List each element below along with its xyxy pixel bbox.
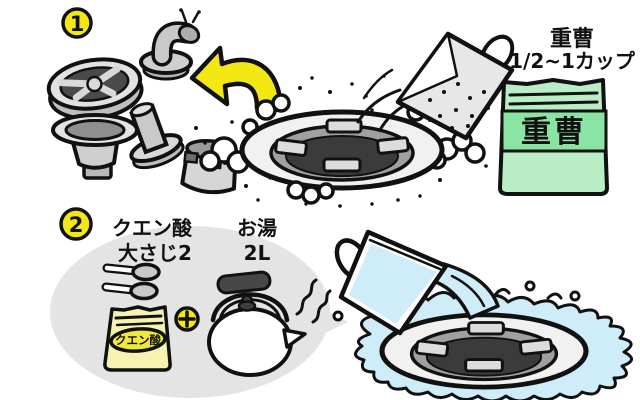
citric-acid-amount: 大さじ2 <box>118 241 192 265</box>
baking-soda-bag: 重曹 <box>498 78 609 196</box>
kettle <box>207 270 332 377</box>
hot-water-title: お湯 <box>237 216 277 240</box>
step2-number: 2 <box>69 213 84 237</box>
step2-badge: 2 <box>59 207 93 241</box>
citric-acid-title: クエン酸 <box>112 216 193 240</box>
baking-soda-title: 重曹 <box>550 26 594 52</box>
water-stream <box>434 262 500 320</box>
foam-clouds-front <box>286 180 335 205</box>
hot-water-amount: 2L <box>244 241 271 265</box>
baking-soda-amount: 1/2~1カップ <box>509 49 636 73</box>
measuring-cup <box>395 31 515 141</box>
cylinder-part <box>129 102 185 170</box>
citric-acid-bag: クエン酸 <box>103 305 172 372</box>
drain-opening-bottom <box>382 315 586 387</box>
funnel-part <box>51 113 139 180</box>
drain-parts <box>46 8 239 195</box>
ingredients-bubble <box>50 226 348 398</box>
step1-section: 1 <box>46 7 636 208</box>
step2-section: 2 クエン酸 大さじ2 お湯 2L クエン酸 <box>50 207 633 400</box>
measuring-spoons <box>101 262 161 301</box>
step1-badge: 1 <box>61 7 93 39</box>
steam-icon <box>295 278 332 324</box>
baking-soda-bag-label: 重曹 <box>521 115 587 150</box>
step1-number: 1 <box>70 12 85 36</box>
elbow-pipe-part <box>139 8 201 81</box>
strainer-lid-part <box>46 57 144 121</box>
citric-acid-bag-label: クエン酸 <box>115 333 161 347</box>
plus-icon <box>174 306 200 332</box>
drain-opening-top <box>242 112 442 188</box>
water-pitcher <box>334 229 449 336</box>
